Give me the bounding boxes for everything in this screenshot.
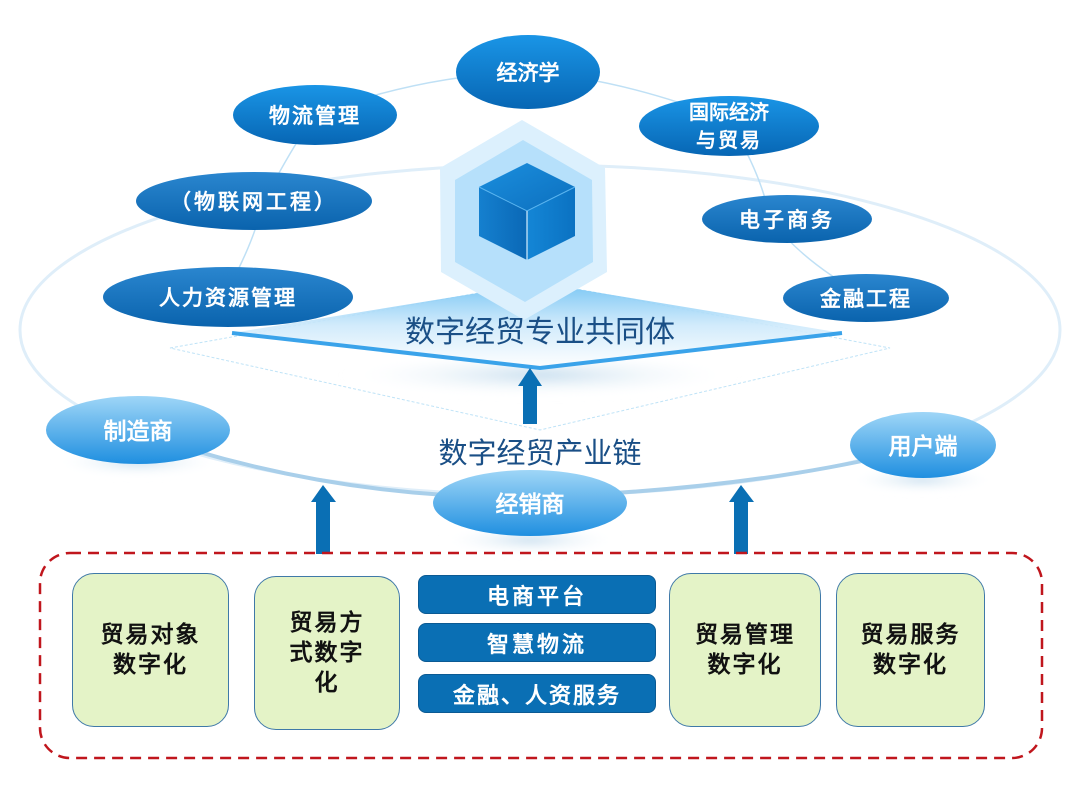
plate-shadow — [340, 353, 740, 397]
foundation-box-trade-service[interactable]: 贸易服务 数字化 — [836, 573, 985, 727]
arrow-up-center-icon — [518, 368, 542, 424]
svg-text:物流管理: 物流管理 — [269, 104, 361, 128]
box-line: 数字化 — [707, 652, 783, 678]
box-line: 数字化 — [873, 652, 948, 678]
box-line: 贸易对象 — [100, 622, 201, 648]
community-plate — [232, 283, 842, 368]
chain-node-distributor[interactable]: 经销商 — [433, 470, 627, 536]
svg-text:金融工程: 金融工程 — [819, 287, 912, 311]
svg-text:经济学: 经济学 — [497, 61, 560, 85]
box-line: 贸易方 — [289, 610, 365, 636]
arrow-up-left-icon — [311, 485, 336, 554]
industry-chain-title: 数字经贸产业链 — [438, 436, 641, 470]
major-node-economics[interactable]: 经济学 — [456, 35, 600, 109]
platform-smart-logistics[interactable]: 智慧物流 — [418, 623, 656, 662]
svg-text:经销商: 经销商 — [496, 491, 565, 518]
platform-ecommerce[interactable]: 电商平台 — [418, 575, 656, 614]
community-title: 数字经贸专业共同体 — [405, 315, 675, 350]
arrow-up-right-icon — [729, 485, 754, 554]
svg-text:用户端: 用户端 — [889, 433, 958, 460]
platform-finance-hr-services[interactable]: 金融、人资服务 — [418, 674, 656, 713]
user-end-shadow — [847, 468, 997, 492]
svg-text:制造商: 制造商 — [104, 418, 173, 445]
svg-text:（物联网工程）: （物联网工程） — [170, 190, 338, 214]
major-node-international-trade[interactable]: 国际经济 与贸易 — [639, 96, 819, 156]
foundation-box-trade-mode[interactable]: 贸易方 式数字 化 — [254, 576, 400, 730]
foundation-box-trade-management[interactable]: 贸易管理 数字化 — [669, 573, 821, 727]
foundation-container — [38, 551, 1044, 760]
svg-text:与贸易: 与贸易 — [696, 128, 762, 152]
chain-node-user-end[interactable]: 用户端 — [850, 412, 996, 478]
major-node-e-commerce[interactable]: 电子商务 — [702, 195, 872, 243]
svg-text:国际经济: 国际经济 — [689, 100, 770, 124]
major-node-logistics-management[interactable]: 物流管理 — [233, 85, 397, 145]
cube-icon — [478, 163, 576, 260]
major-node-iot-engineering[interactable]: （物联网工程） — [136, 172, 372, 230]
plate-edge — [231, 331, 843, 371]
box-line: 贸易管理 — [695, 622, 795, 648]
box-line: 化 — [314, 670, 340, 696]
distributor-shadow — [440, 526, 620, 554]
major-node-financial-engineering[interactable]: 金融工程 — [783, 274, 949, 322]
chain-node-manufacturer[interactable]: 制造商 — [46, 396, 230, 464]
box-line: 贸易服务 — [860, 622, 961, 648]
foundation-box-trade-object[interactable]: 贸易对象 数字化 — [72, 573, 229, 727]
svg-text:人力资源管理: 人力资源管理 — [159, 286, 297, 310]
box-line: 式数字 — [289, 640, 365, 666]
box-line: 数字化 — [113, 652, 188, 678]
major-node-hr-management[interactable]: 人力资源管理 — [103, 267, 353, 327]
svg-text:电子商务: 电子商务 — [739, 208, 835, 232]
